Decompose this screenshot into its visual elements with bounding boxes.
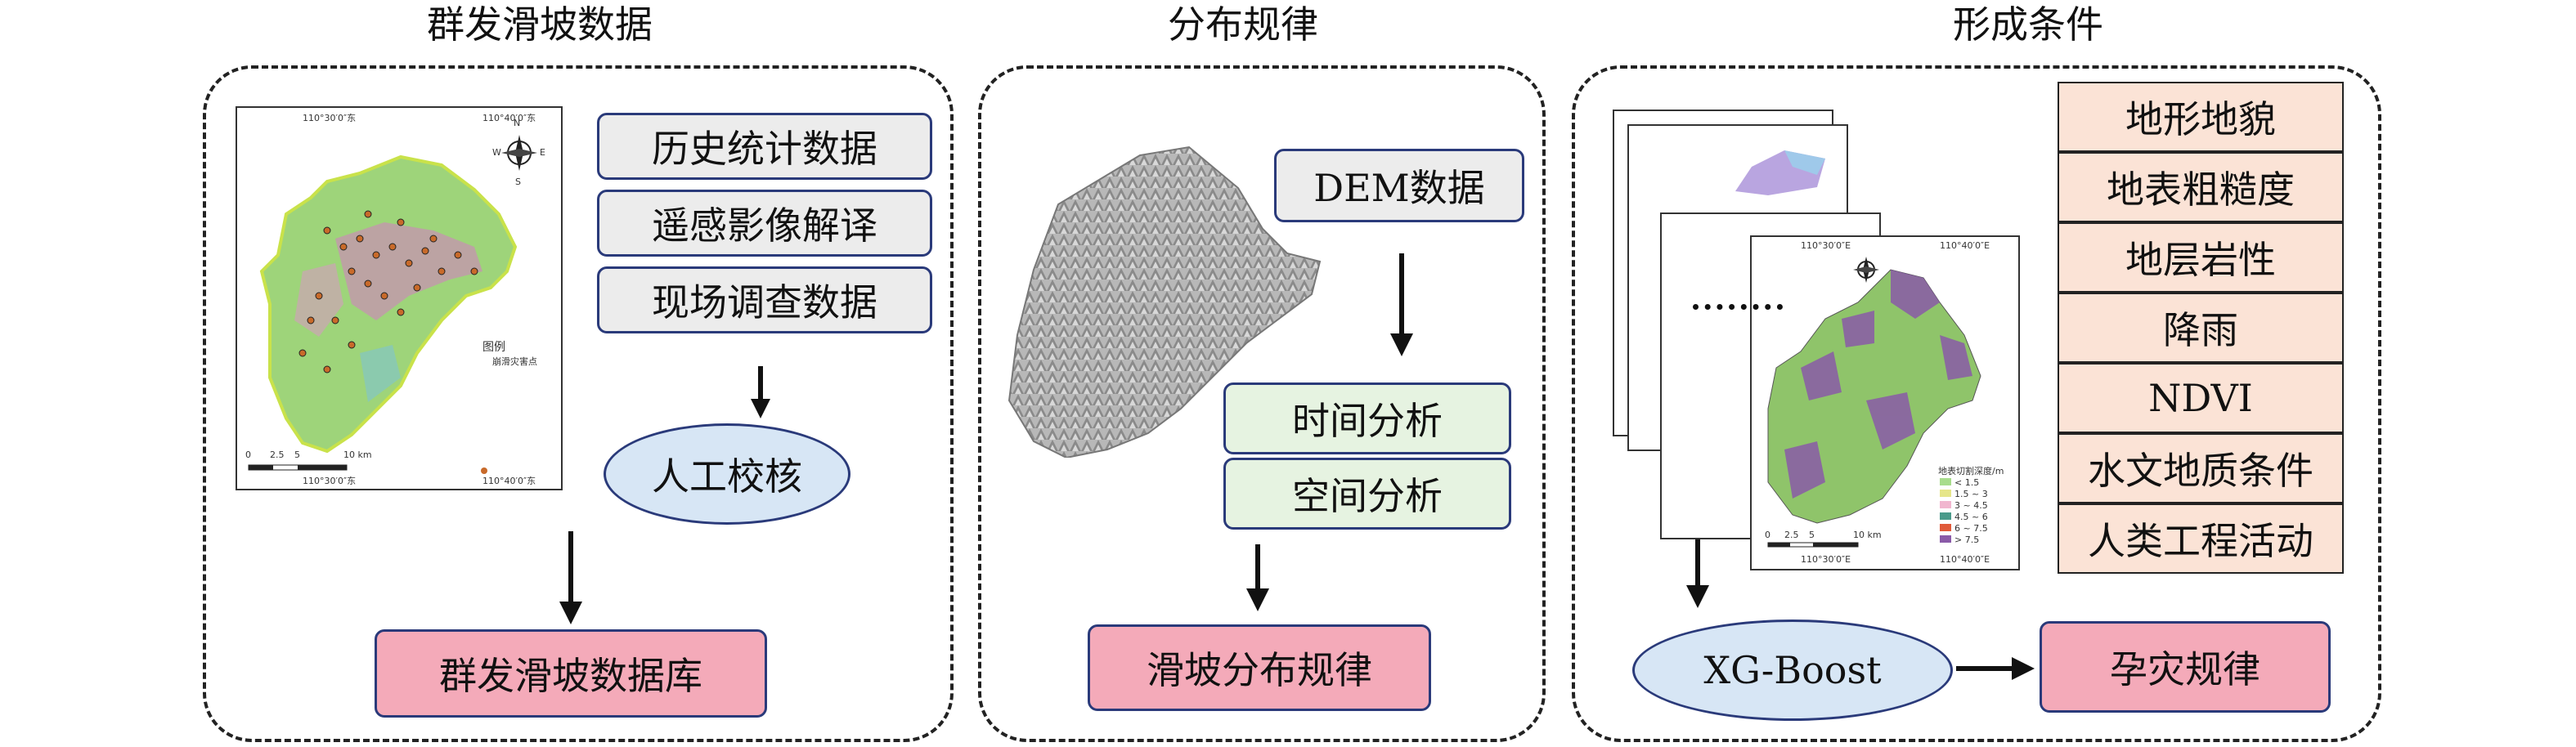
scale-label: 2.5 [1784, 530, 1799, 540]
landslide-map-graphic [248, 135, 537, 474]
cutting-depth-legend-item: 4.5 ~ 6 [1954, 512, 1988, 522]
map-bottom-label: 110°30′0″东 [303, 476, 357, 486]
dem-data-box: DEM数据 [1274, 149, 1524, 222]
compass-w: W [492, 147, 501, 158]
map-top-label: 110°40′0″E [1940, 240, 1990, 251]
cutting-depth-legend-item: 1.5 ~ 3 [1954, 489, 1988, 499]
compass-s: S [515, 177, 521, 187]
title-middle: 分布规律 [1168, 2, 1318, 47]
map-legend-item: 崩滑灾害点 [492, 356, 537, 367]
map-bottom-label: 110°40′0″东 [482, 476, 536, 486]
map-top-label: 110°30′0″E [1801, 240, 1851, 251]
scale-label: 5 [1809, 530, 1815, 540]
compass-e: E [540, 147, 545, 158]
landslide-distribution-map: 110°30′0″东 110°40′0″东 110°30′0″东 110°40′… [236, 106, 563, 490]
scale-label: 10 km [343, 450, 372, 460]
map-bottom-label: 110°30′0″E [1801, 554, 1851, 565]
cutting-depth-legend-title: 地表切割深度/m [1938, 466, 2004, 476]
cutting-depth-legend-item: > 7.5 [1954, 535, 1980, 545]
ground-cutting-depth-map: 110°30′0″E 110°40′0″E 110°30′0″E 110°40′… [1750, 235, 2020, 570]
factor-box: 地层岩性 [2058, 222, 2344, 293]
cutting-depth-legend-item: < 1.5 [1954, 477, 1980, 488]
hazard-pattern-box: 孕灾规律 [2040, 621, 2331, 713]
factor-map-2-graphic [1735, 150, 1825, 195]
map-top-label: 110°30′0″东 [303, 113, 357, 123]
factor-box: 降雨 [2058, 293, 2344, 363]
manual-check-ellipse: 人工校核 [604, 423, 850, 525]
map-legend-title: 图例 [482, 341, 505, 354]
compass-n: N [514, 118, 521, 128]
xgboost-ellipse: XG-Boost [1632, 620, 1953, 721]
dotted-connector [1693, 304, 1783, 310]
source-box-field-survey: 现场调查数据 [597, 266, 932, 333]
landslide-database-box: 群发滑坡数据库 [375, 629, 767, 718]
panel-landslide-data [203, 65, 954, 742]
space-analysis-box: 空间分析 [1223, 458, 1511, 530]
scale-label: 0 [1765, 530, 1770, 540]
map-top-label: 110°40′0″东 [482, 113, 536, 123]
distribution-pattern-box: 滑坡分布规律 [1088, 624, 1431, 711]
panel-formation-conditions [1572, 65, 2381, 742]
scale-label: 5 [294, 450, 300, 460]
source-box-history: 历史统计数据 [597, 113, 932, 180]
factor-box: 人类工程活动 [2058, 503, 2344, 574]
factor-box: 水文地质条件 [2058, 433, 2344, 503]
factor-box: 地表粗糙度 [2058, 152, 2344, 222]
title-left: 群发滑坡数据 [427, 2, 653, 47]
cutting-depth-legend-item: 6 ~ 7.5 [1954, 523, 1988, 534]
panel-distribution [978, 65, 1546, 742]
cutting-depth-legend-item: 3 ~ 4.5 [1954, 500, 1988, 511]
factor-box: 地形地貌 [2058, 82, 2344, 152]
scale-label: 2.5 [270, 450, 285, 460]
title-right: 形成条件 [1953, 2, 2103, 47]
source-box-remote-sensing: 遥感影像解译 [597, 190, 932, 257]
map-bottom-label: 110°40′0″E [1940, 554, 1990, 565]
factor-box: NDVI [2058, 363, 2344, 433]
dem-hillshade [1008, 145, 1322, 458]
scale-label: 0 [245, 450, 251, 460]
cutting-depth-map-graphic [1767, 257, 1981, 548]
scale-label: 10 km [1853, 530, 1882, 540]
time-analysis-box: 时间分析 [1223, 382, 1511, 454]
